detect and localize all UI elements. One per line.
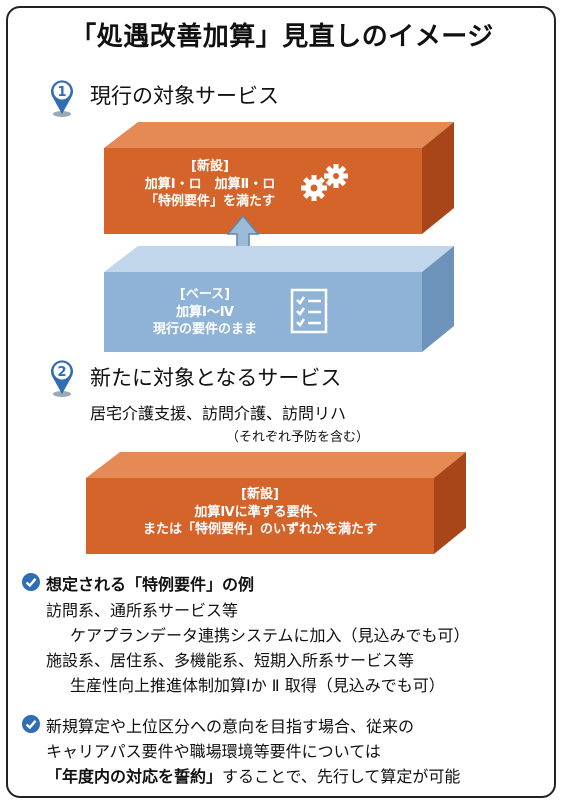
- new-addition-box: [104, 122, 454, 234]
- pin-icon: 2: [51, 360, 73, 397]
- section-number: 1: [57, 85, 66, 100]
- new-services-line1: 加算Ⅳに準ずる要件、: [194, 504, 326, 520]
- new-box-line2: 「特例要件」を満たす: [144, 194, 275, 210]
- base-box-tag: [ベース]: [179, 287, 231, 302]
- base-box-line2: 現行の要件のまま: [152, 322, 257, 338]
- check-icon: [22, 715, 40, 733]
- base-box-line1: 加算Ⅰ～Ⅳ: [175, 304, 235, 320]
- checklist-icon: [290, 288, 328, 334]
- services-note: （それぞれ予防を含む）: [226, 430, 370, 445]
- note-line3: 「年度内の対応を誓約」することで、先行して算定が可能: [46, 763, 460, 787]
- note-emphasis: 「年度内の対応を誓約」: [46, 767, 223, 786]
- page-title: 「処遇改善加算」見直しのイメージ: [70, 22, 494, 52]
- new-services-box: [86, 452, 466, 554]
- new-box-text: [新設] 加算Ⅰ・ロ 加算Ⅱ・ロ 「特例要件」を満たす: [110, 158, 310, 211]
- section-number: 2: [57, 365, 66, 380]
- new-box-tag: [新設]: [191, 159, 229, 174]
- new-services-text: [新設] 加算Ⅳに準ずる要件、 または「特例要件」のいずれかを満たす: [88, 486, 432, 539]
- section1-heading: 現行の対象サービス: [90, 84, 279, 108]
- new-services-tag: [新設]: [241, 487, 279, 502]
- note-line2: キャリアパス要件や職場環境等要件については: [46, 742, 381, 761]
- example-line: ケアプランデータ連携システムに加入（見込みでも可）: [70, 626, 470, 645]
- section2-heading: 新たに対象となるサービス: [90, 366, 342, 390]
- target-services: 居宅介護支援、訪問介護、訪問リハ: [90, 404, 347, 423]
- example-line: 生産性向上推進体制加算Ⅰか Ⅱ 取得（見込みでも可）: [70, 676, 445, 695]
- new-services-line2: または「特例要件」のいずれかを満たす: [142, 522, 377, 538]
- example-line: 施設系、居住系、多機能系、短期入所系サービス等: [46, 651, 415, 670]
- base-box-text: [ベース] 加算Ⅰ～Ⅳ 現行の要件のまま: [110, 286, 300, 339]
- gears-icon: [301, 164, 348, 201]
- check-icon: [22, 573, 40, 591]
- examples-heading: 想定される「特例要件」の例: [46, 575, 255, 594]
- new-box-line1: 加算Ⅰ・ロ 加算Ⅱ・ロ: [144, 176, 276, 192]
- note-line3-rest: することで、先行して算定が可能: [222, 767, 461, 786]
- example-line: 訪問系、通所系サービス等: [46, 601, 239, 620]
- note-line1: 新規算定や上位区分への意向を目指す場合、従来の: [46, 717, 415, 736]
- base-box: [104, 246, 454, 352]
- pin-icon: 1: [51, 80, 73, 117]
